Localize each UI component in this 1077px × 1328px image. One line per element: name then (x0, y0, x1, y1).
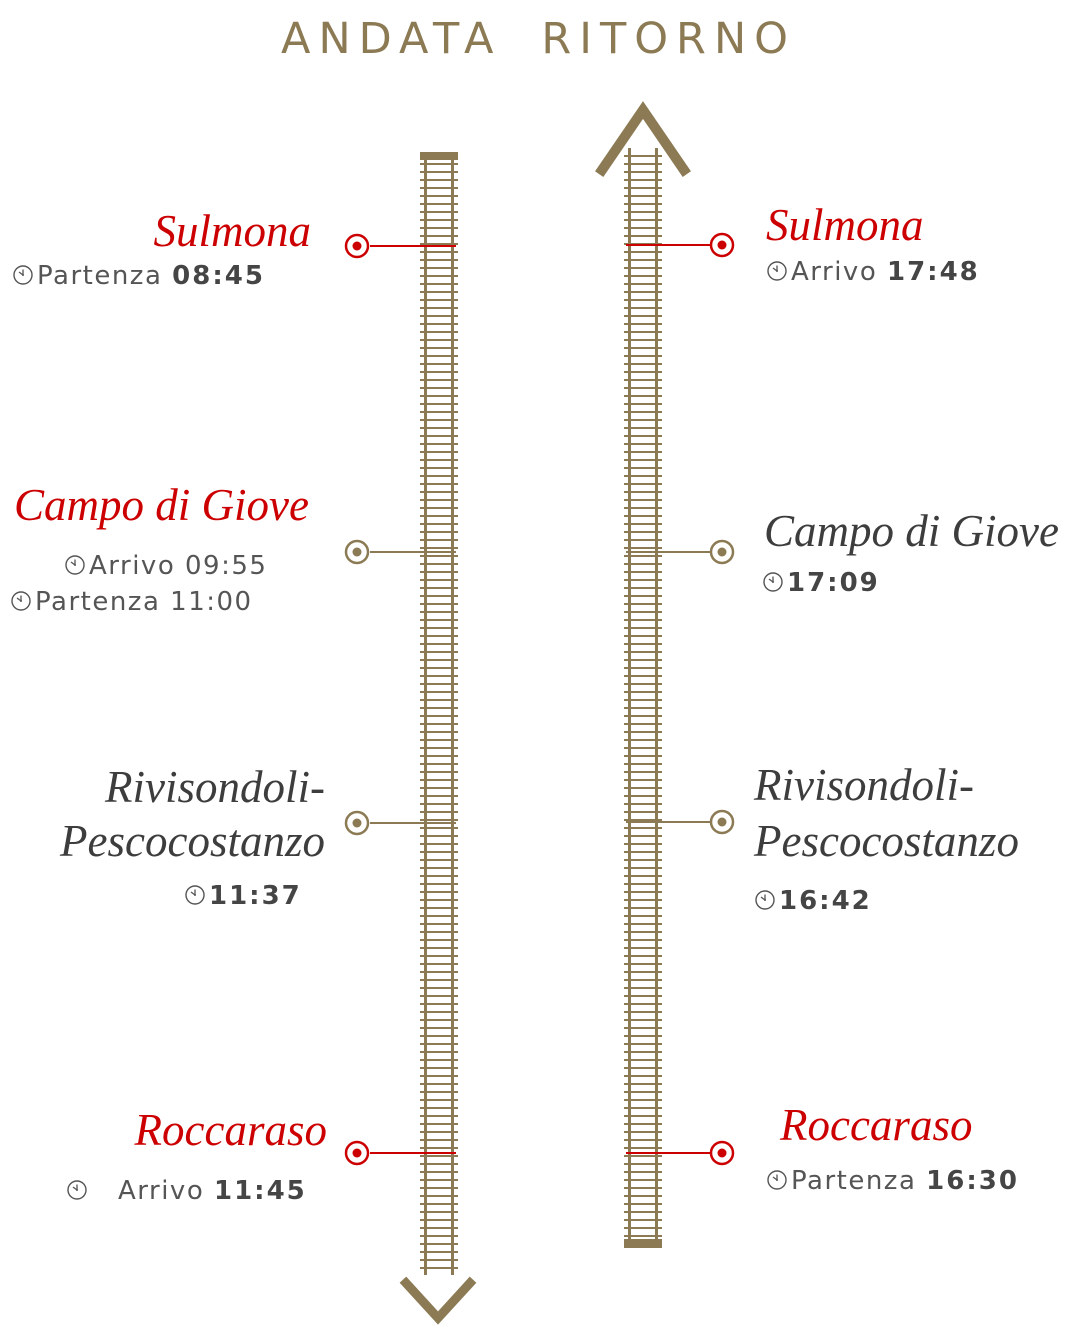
clock-icon (766, 1166, 788, 1190)
clock-icon (184, 881, 206, 905)
ritorno-roccaraso-name: Roccaraso (780, 1100, 973, 1150)
page-title: ANDATA RITORNO (0, 14, 1077, 64)
ritorno-campo-time: 17:09 (762, 566, 880, 600)
ritorno-sulmona-time: Arrivo 17:48 (766, 255, 980, 289)
ritorno-track (595, 101, 691, 1248)
andata-roccaraso-time: Arrivo 11:45 (66, 1174, 307, 1208)
andata-roccaraso-name: Roccaraso (134, 1105, 327, 1155)
ritorno-title: RITORNO (541, 14, 796, 64)
clock-icon (762, 568, 784, 592)
andata-rivisondoli-name: Rivisondoli- Pescocostanzo (60, 762, 325, 866)
andata-title: ANDATA (281, 14, 502, 64)
arrow-up-icon (595, 101, 691, 177)
clock-icon (64, 551, 86, 575)
andata-track (399, 152, 477, 1325)
ritorno-campo-name: Campo di Giove (764, 506, 1059, 556)
clock-icon (12, 261, 34, 285)
andata-rivisondoli-time: 11:37 (184, 879, 302, 913)
ritorno-sulmona-name: Sulmona (766, 200, 924, 250)
andata-campo-departure: Partenza 11:00 (10, 585, 253, 619)
clock-icon (766, 257, 788, 281)
andata-markers (344, 233, 456, 1166)
andata-campo-name: Campo di Giove (14, 480, 309, 530)
ritorno-rivisondoli-time: 16:42 (754, 884, 872, 918)
ritorno-rivisondoli-name: Rivisondoli- Pescocostanzo (754, 760, 1019, 866)
clock-icon (10, 587, 32, 611)
andata-sulmona-time: Partenza 08:45 (12, 259, 265, 293)
ritorno-markers (626, 232, 735, 1166)
clock-icon (66, 1176, 88, 1200)
andata-campo-arrival: Arrivo 09:55 (64, 549, 267, 583)
andata-sulmona-name: Sulmona (153, 206, 312, 256)
ritorno-roccaraso-time: Partenza 16:30 (766, 1164, 1019, 1198)
arrow-down-icon (399, 1276, 477, 1325)
clock-icon (754, 886, 776, 910)
